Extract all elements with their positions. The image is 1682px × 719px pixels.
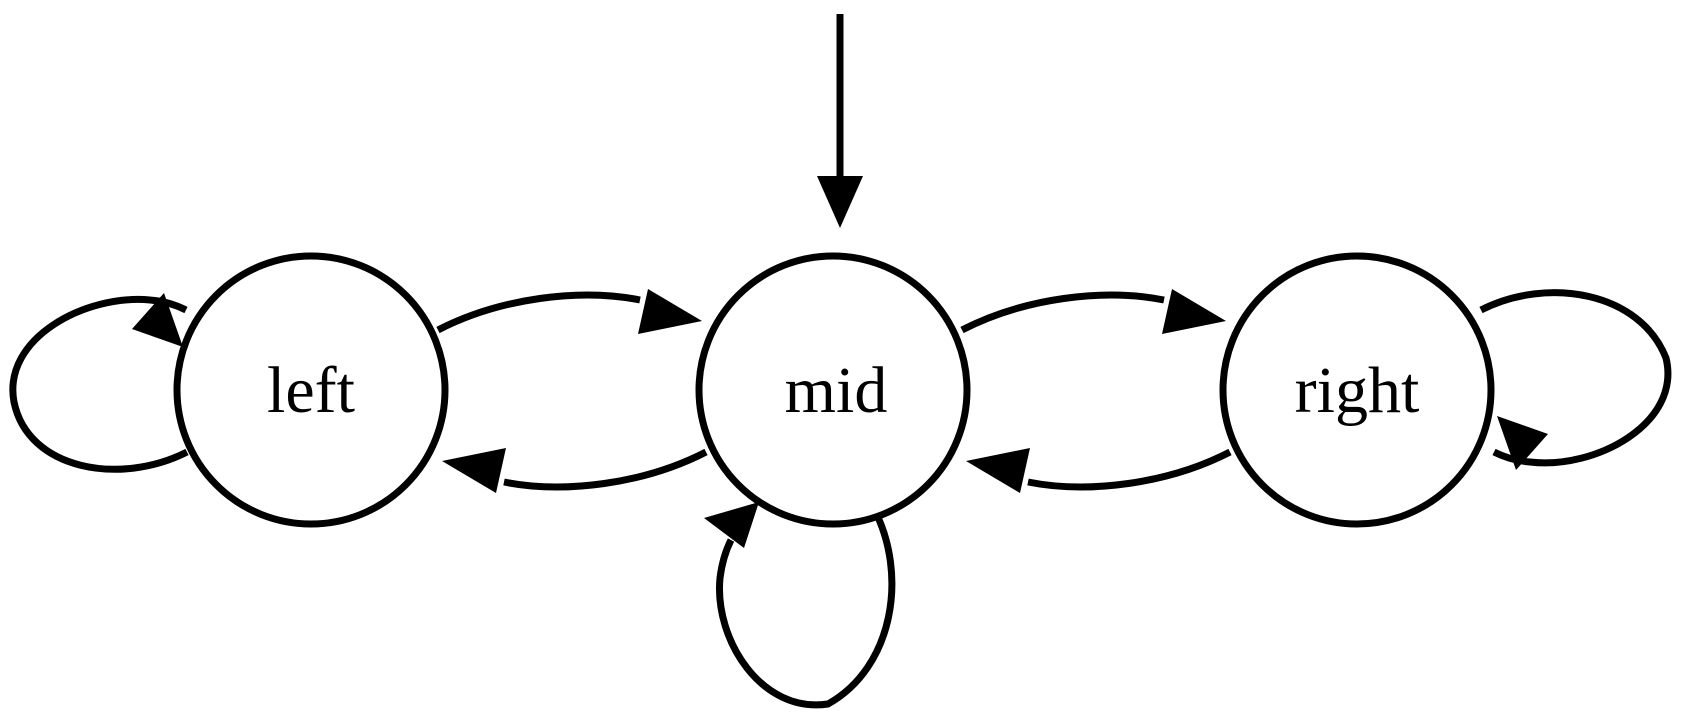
edge-left-to-mid-arrow-head [638, 289, 702, 334]
self-loop-mid-arrow-head [704, 502, 759, 548]
state-node-mid-circle[interactable] [695, 252, 971, 528]
edge-right-to-mid-path [1027, 448, 1232, 491]
start-state-arrow [817, 14, 863, 228]
edge-left-to-mid-path [436, 291, 641, 334]
state-node-left[interactable]: left [173, 252, 449, 528]
edge-mid-to-left-arrow-head [442, 448, 506, 493]
edge-left-to-mid [436, 289, 702, 334]
edge-mid-to-left [442, 448, 708, 493]
edge-right-to-mid [966, 448, 1232, 493]
state-node-mid[interactable]: mid [695, 252, 971, 528]
state-node-left-label: left [267, 354, 355, 427]
edge-right-to-mid-arrow-head [966, 448, 1030, 493]
self-loop-left [9, 293, 189, 473]
self-loop-right [1479, 289, 1672, 470]
self-loop-left-arrow-head [132, 293, 183, 347]
self-loop-mid-path [716, 507, 896, 709]
self-loop-mid [704, 502, 896, 709]
state-node-right[interactable]: right [1219, 252, 1495, 528]
start-arrow-head [817, 176, 863, 228]
edge-mid-to-right-arrow-head [1162, 289, 1226, 334]
state-node-left-circle[interactable] [173, 252, 449, 528]
state-node-right-label: right [1295, 354, 1420, 427]
edge-mid-to-right-path [960, 291, 1165, 334]
state-node-right-circle[interactable] [1219, 252, 1495, 528]
edge-mid-to-right [960, 289, 1226, 334]
self-loop-right-arrow-head [1497, 416, 1548, 470]
edge-mid-to-left-path [503, 448, 708, 491]
state-node-mid-label: mid [785, 354, 888, 427]
